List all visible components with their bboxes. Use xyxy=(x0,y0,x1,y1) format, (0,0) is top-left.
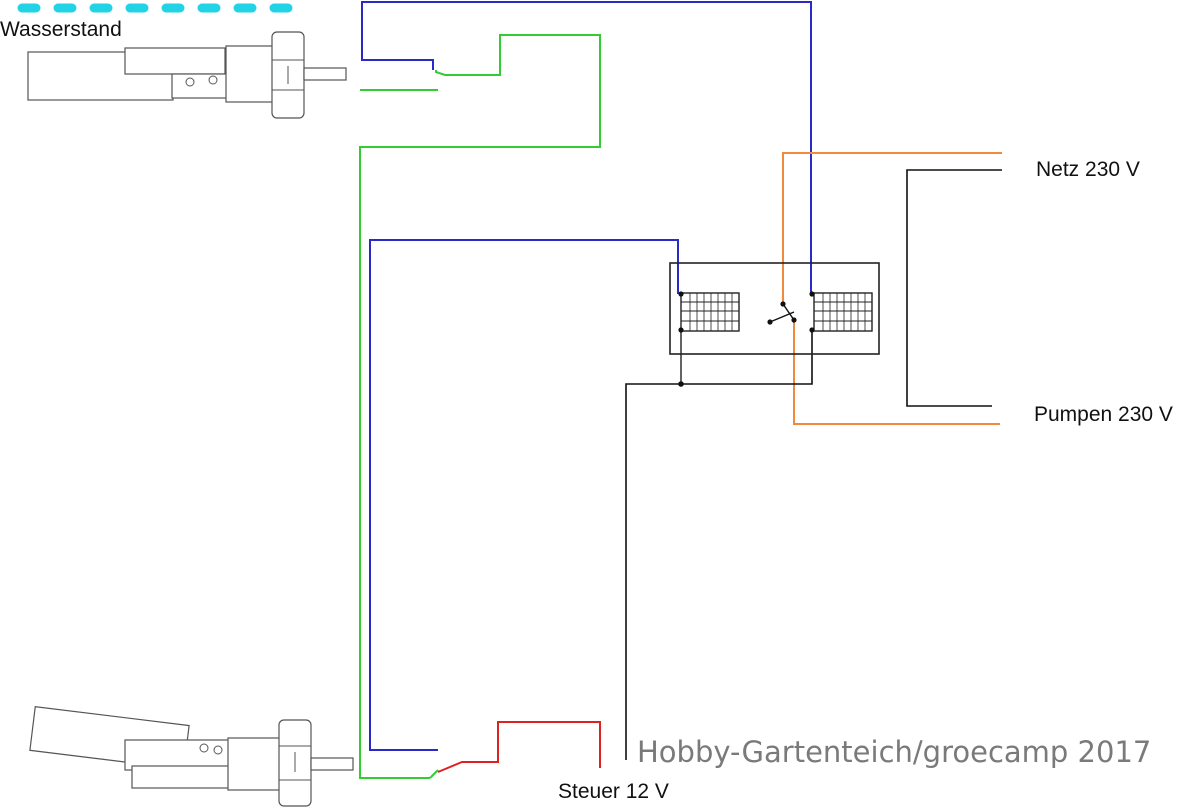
pumps-label: Pumpen 230 V xyxy=(1034,403,1173,426)
water-level-label: Wasserstand xyxy=(0,18,122,41)
green-wire-upper-switch xyxy=(359,34,601,779)
black-wire-neutral xyxy=(906,169,1002,407)
orange-wire-mains xyxy=(782,152,1002,304)
red-wire-control xyxy=(437,721,601,773)
upper-float-switch-icon xyxy=(27,31,347,119)
mains-label: Netz 230 V xyxy=(1036,158,1140,181)
blue-wire-lower xyxy=(369,239,679,751)
blue-wire-upper xyxy=(361,1,812,294)
relay-icon xyxy=(669,262,880,387)
control-voltage-label: Steuer 12 V xyxy=(558,780,669,803)
black-wire-control-ground xyxy=(625,330,813,760)
watermark: Hobby-Gartenteich/groecamp 2017 xyxy=(637,735,1151,769)
green-wire-lower-stub xyxy=(429,769,439,779)
orange-wire-pump xyxy=(793,320,1000,425)
lower-float-switch-icon xyxy=(29,705,354,807)
